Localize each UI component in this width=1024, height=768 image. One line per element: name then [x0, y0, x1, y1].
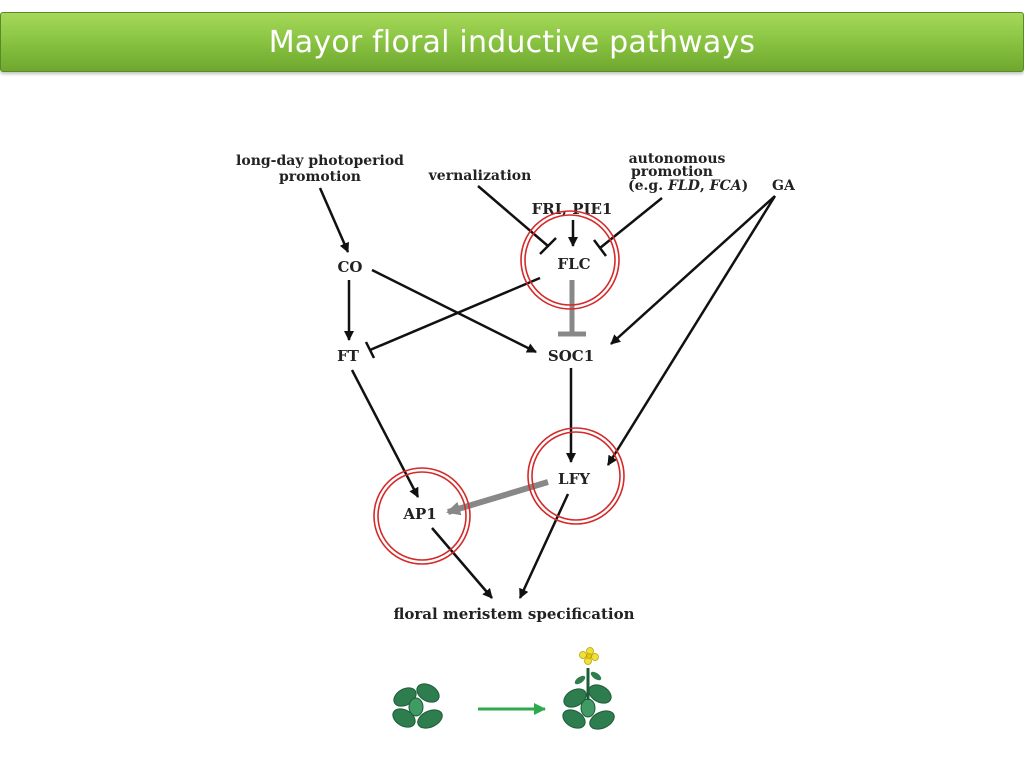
gene-soc1: SOC1 [548, 347, 594, 365]
arrow-lfy-to-output [518, 493, 570, 599]
flower-icon [579, 647, 599, 665]
input-photoperiod-line2: promotion [279, 169, 361, 185]
inhibit-flc-soc1 [558, 280, 586, 337]
input-autonomous-line2: promotion [631, 164, 713, 180]
input-ga: GA [772, 178, 796, 194]
highlight-lfy [527, 427, 625, 525]
arrow-ga-to-soc1 [610, 195, 776, 345]
input-autonomous-line1: autonomous [629, 151, 726, 167]
highlight-ap1 [373, 467, 471, 565]
gene-flc: FLC [557, 255, 590, 273]
gene-fri-pie1: FRI, PIE1 [532, 200, 613, 218]
flowering-plant-icon [562, 647, 615, 730]
gene-co: CO [337, 258, 362, 276]
inhibit-vernalization-flc-bar [539, 237, 557, 255]
highlight-circles [373, 210, 625, 565]
arrow-ap1-to-output [431, 527, 493, 599]
input-vernalization: vernalization [428, 168, 532, 184]
gene-ap1: AP1 [402, 505, 436, 523]
gene-ft: FT [337, 347, 360, 365]
vegetative-plant-icon [392, 683, 443, 729]
activation-arrows [318, 187, 777, 599]
inhibit-autonomous-flc-bar [593, 239, 607, 257]
title-bar: Mayor floral inductive pathways [0, 12, 1024, 72]
arrow-ga-to-lfy [606, 195, 777, 466]
inhibit-flc-ft [369, 276, 541, 352]
output-label: floral meristem specification [393, 605, 634, 623]
gene-lfy: LFY [558, 470, 590, 488]
inhibit-flc-ft-bar [364, 341, 376, 359]
slide-title: Mayor floral inductive pathways [268, 24, 756, 60]
arrow-co-to-soc1 [371, 268, 537, 354]
highlight-flc [520, 210, 620, 310]
arrow-photoperiod-to-co [318, 187, 350, 253]
inhibit-vernalization-flc [477, 185, 549, 247]
arrow-ft-to-ap1 [350, 369, 420, 498]
input-photoperiod-line1: long-day photoperiod [236, 153, 404, 169]
input-autonomous-example: (e.g. FLD, FCA) [628, 178, 748, 194]
